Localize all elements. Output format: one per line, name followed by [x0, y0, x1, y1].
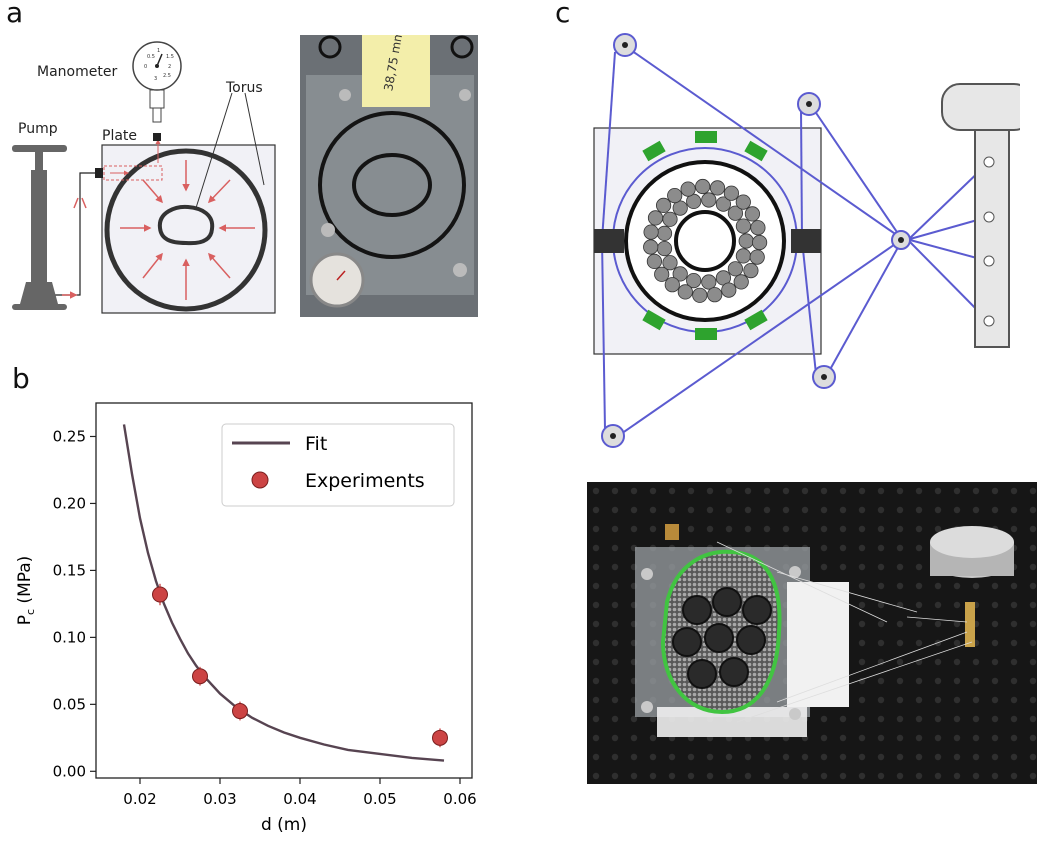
y-tick-label: 0.25 — [53, 427, 86, 445]
pressure-arrows — [120, 160, 255, 300]
legend-fit-label: Fit — [305, 433, 327, 455]
manometer-label: Manometer — [37, 64, 118, 80]
green-pads — [642, 131, 768, 340]
x-tick-label: 0.02 — [123, 790, 156, 808]
sticky-note — [362, 35, 430, 107]
panel-label-a: a — [6, 0, 24, 29]
experiment-point — [432, 729, 448, 746]
svg-text:3: 3 — [154, 76, 157, 82]
pulley-icons — [601, 33, 911, 448]
svg-text:1: 1 — [157, 48, 160, 54]
experiment-point — [152, 586, 168, 603]
legend-box — [221, 423, 455, 507]
weight-hanger-icon — [941, 83, 1020, 348]
plate-square — [101, 144, 276, 314]
photo-c — [587, 482, 1037, 784]
fit-line — [122, 424, 445, 762]
pump-label: Pump — [18, 121, 58, 137]
pump-icon — [12, 145, 67, 310]
photo-a: 38,75 mm — [300, 35, 478, 317]
torus-label: Torus — [226, 80, 263, 96]
experiment-point — [192, 668, 208, 685]
svg-text:1.5: 1.5 — [166, 54, 174, 60]
y-axis-label: Pc (MPa) — [15, 556, 37, 626]
experiment-point — [232, 703, 248, 720]
x-tick-label: 0.06 — [443, 790, 476, 808]
x-tick-label: 0.04 — [283, 790, 316, 808]
legend-experiment-label: Experiments — [305, 470, 425, 492]
y-tick-label: 0.20 — [53, 494, 86, 512]
x-axis-label: d (m) — [261, 815, 307, 835]
y-tick-label: 0.00 — [53, 762, 86, 780]
schematic-c — [593, 33, 1020, 448]
schematic-a: 0.5 1 1.5 2 2.5 0 3 — [12, 41, 276, 314]
y-tick-label: 0.10 — [53, 628, 86, 646]
legend-experiment-swatch — [251, 471, 269, 489]
svg-text:0.5: 0.5 — [147, 54, 155, 60]
manometer-icon — [132, 41, 182, 123]
torus-ring — [104, 148, 268, 312]
svg-text:2: 2 — [168, 64, 171, 70]
x-tick-label: 0.03 — [203, 790, 236, 808]
y-tick-label: 0.05 — [53, 695, 86, 713]
svg-text:2.5: 2.5 — [163, 73, 171, 79]
y-tick-label: 0.15 — [53, 561, 86, 579]
plate-label: Plate — [102, 128, 138, 144]
x-tick-label: 0.05 — [363, 790, 396, 808]
svg-text:0: 0 — [144, 64, 147, 70]
grain-particles — [643, 178, 768, 303]
panel-label-b: b — [12, 362, 30, 395]
inner-loop — [157, 204, 215, 246]
plot-frame — [95, 402, 473, 779]
panel-label-c: c — [555, 0, 571, 29]
chart-b: 0.02 0.03 0.04 0.05 0.06 0.00 0.05 0.10 0.15 0.20… — [15, 402, 477, 835]
